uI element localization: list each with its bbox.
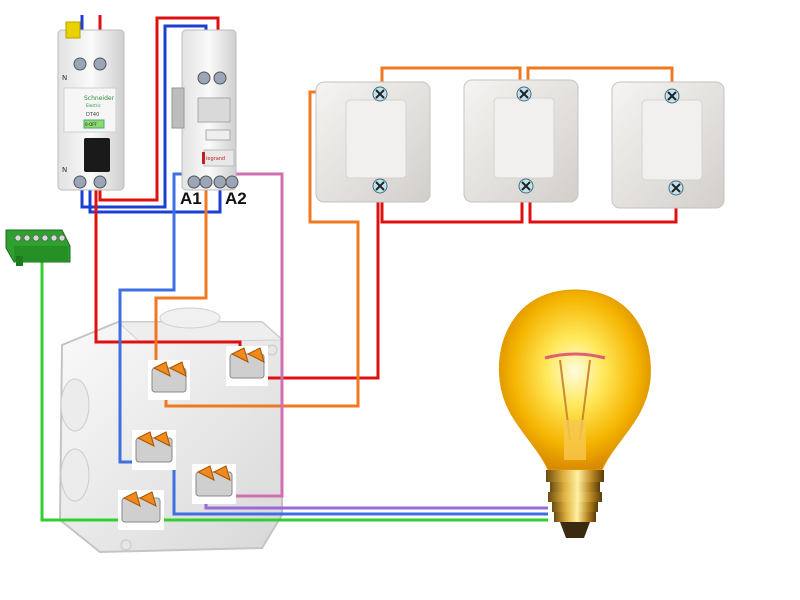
push-button-2[interactable] [463, 79, 579, 203]
light-bulb-icon [498, 289, 651, 538]
breaker-terminal-n-top: N [62, 74, 67, 82]
breaker-brand-sub: Electric [86, 103, 101, 108]
switched-wire-from-a1 [154, 182, 208, 380]
relay-brand: legrand [206, 156, 225, 162]
terminal-label-a2: A2 [225, 189, 247, 208]
lever-connector-2 [226, 346, 268, 386]
breaker-model: DT40 [86, 112, 99, 118]
circuit-breaker: N Schneider Electric DT40 0-OFF N [57, 21, 125, 191]
breaker-test-label: 0-OFF [85, 122, 98, 127]
lever-connector-5 [118, 490, 164, 530]
breaker-brand: Schneider [84, 95, 115, 102]
phase-wire-to-switches [248, 188, 380, 380]
terminal-label-a1: A1 [180, 189, 202, 208]
earth-terminal-bar-icon [5, 229, 71, 266]
phase-wire-switch-bridge [380, 188, 524, 224]
breaker-terminal-n-bottom: N [62, 166, 67, 174]
lever-connector-1 [148, 360, 190, 400]
remote-switch-relay: legrand [171, 29, 239, 191]
switched-wire-to-switches [164, 90, 378, 408]
phase-wire-breaker-out [98, 16, 220, 202]
push-button-3[interactable] [611, 81, 725, 209]
push-button-1[interactable] [315, 81, 431, 203]
lever-connector-3 [132, 430, 176, 470]
earth-wire [40, 262, 548, 522]
lever-connector-4 [192, 464, 236, 504]
neutral-wire-to-a2 [88, 182, 222, 214]
